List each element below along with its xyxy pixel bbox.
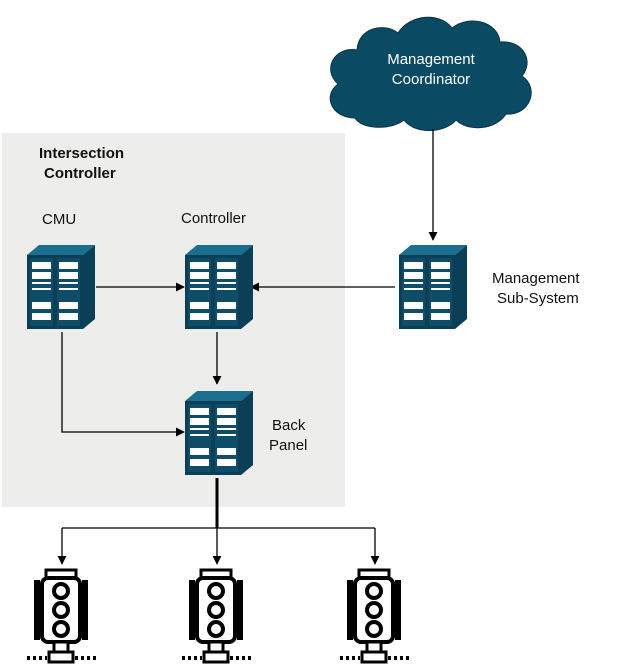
- connector-cmu-to-back-panel: [61, 332, 185, 437]
- back-panel-server-icon: [185, 391, 253, 475]
- subsystem-label-line1: Management: [492, 270, 580, 287]
- subsystem-label-line2: Sub-System: [497, 290, 579, 307]
- back-panel-label-line2: Panel: [269, 437, 307, 454]
- group-title-line1: Intersection: [39, 145, 124, 162]
- controller-label: Controller: [181, 210, 246, 227]
- management-subsystem-server-icon: [399, 245, 467, 329]
- cmu-server-icon: [27, 245, 95, 329]
- cloud-label-line1: Management: [387, 51, 475, 68]
- cloud-icon: [329, 16, 532, 131]
- traffic-light-icon: [180, 568, 255, 664]
- back-panel-label-line1: Back: [272, 417, 306, 434]
- traffic-light-icon: [25, 568, 100, 664]
- controller-server-icon: [185, 245, 253, 329]
- traffic-light-icon: [338, 568, 413, 664]
- cloud-label-line2: Coordinator: [392, 71, 470, 88]
- group-title-line2: Controller: [44, 165, 116, 182]
- cmu-label: CMU: [42, 211, 76, 228]
